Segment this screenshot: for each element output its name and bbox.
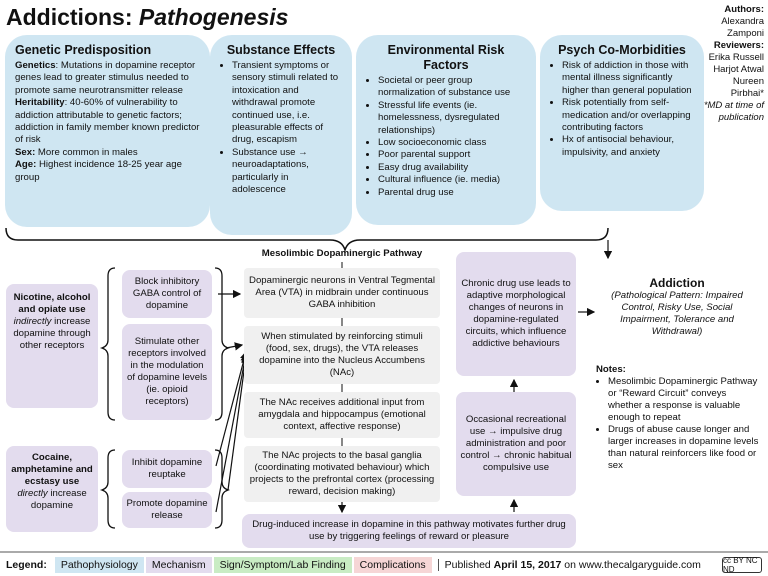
title-italic: Pathogenesis xyxy=(138,4,289,30)
inhibit-reuptake-box: Inhibit dopamine reuptake xyxy=(122,450,212,488)
authors-note: *MD at time of publication xyxy=(703,100,764,123)
arrow-release xyxy=(215,352,249,513)
note-item: Mesolimbic Dopaminergic Pathway or “Rewa… xyxy=(608,376,762,424)
note-item: Drugs of abuse cause longer and larger i… xyxy=(608,424,762,472)
legend-complications: Complications xyxy=(353,557,432,573)
published-date: April 15, 2017 xyxy=(493,559,562,571)
psych-item: Hx of antisocial behaviour, impulsivity,… xyxy=(562,134,694,159)
nicotine-italic: indirectly xyxy=(13,316,52,327)
heritability-text: : 40-60% of vulnerability to addiction a… xyxy=(15,97,200,146)
age-label: Age: xyxy=(15,159,37,171)
sex-label: Sex: xyxy=(15,146,36,158)
authors-label: Authors: xyxy=(724,4,764,15)
nicotine-bracket xyxy=(99,267,116,421)
psych-item: Risk of addiction in those with mental i… xyxy=(562,60,694,97)
cocaine-bold: Cocaine, amphetamine and ecstasy use xyxy=(11,452,93,487)
published-line: Published April 15, 2017 on www.thecalga… xyxy=(437,559,701,571)
sex-text: More common in males xyxy=(35,146,138,158)
pathway-nac-projects: The NAc projects to the basal ganglia (c… xyxy=(244,446,440,502)
reviewer-name: Pirbhai* xyxy=(730,88,764,99)
legend-sign-symptom: Sign/Symptom/Lab Finding xyxy=(213,557,352,573)
pathway-heading: Mesolimbic Dopaminergic Pathway xyxy=(261,248,423,259)
mechanism-bracket-top xyxy=(214,267,231,421)
chronic-use-box: Chronic drug use leads to adaptive morph… xyxy=(456,252,576,376)
nicotine-bold: Nicotine, alcohol and opiate use xyxy=(13,292,91,315)
cc-license-icon: cc BY NC ND xyxy=(722,556,762,574)
reviewer-name: Harjot Atwal xyxy=(713,64,764,75)
pathway-stimulated: When stimulated by reinforcing stimuli (… xyxy=(244,326,440,384)
pathway-nac-input: The NAc receives additional input from a… xyxy=(244,392,440,438)
substance-effects-box: Substance Effects Transient symptoms or … xyxy=(210,35,352,235)
author-name: Alexandra xyxy=(721,16,764,27)
addiction-block: Addiction (Pathological Pattern: Impaire… xyxy=(596,276,758,338)
reviewer-name: Erika Russell xyxy=(708,52,764,63)
environmental-heading: Environmental Risk Factors xyxy=(387,43,505,72)
substance-heading: Substance Effects xyxy=(226,43,336,57)
cocaine-italic: directly xyxy=(17,488,48,499)
legend: Legend: Pathophysiology Mechanism Sign/S… xyxy=(0,554,768,576)
environmental-item: Poor parental support xyxy=(378,149,526,161)
environmental-risk-box: Environmental Risk Factors Societal or p… xyxy=(356,35,536,225)
environmental-item: Stressful life events (ie. homelessness,… xyxy=(378,100,526,137)
addiction-title: Addiction xyxy=(649,276,705,290)
environmental-item: Easy drug availability xyxy=(378,162,526,174)
environmental-item: Cultural influence (ie. media) xyxy=(378,174,526,186)
environmental-item: Parental drug use xyxy=(378,187,526,199)
reviewer-name: Nureen xyxy=(732,76,764,87)
addiction-subtitle: (Pathological Pattern: Impaired Control,… xyxy=(611,290,743,337)
block-gaba-box: Block inhibitory GABA control of dopamin… xyxy=(122,270,212,318)
arrow-cocaine xyxy=(227,354,250,491)
genetics-label: Genetics xyxy=(15,60,56,71)
legend-label: Legend: xyxy=(6,559,47,571)
environmental-item: Societal or peer group normalization of … xyxy=(378,75,526,100)
cocaine-rest: increase dopamine xyxy=(30,488,87,511)
cocaine-bracket xyxy=(99,449,116,529)
arrow-reuptake xyxy=(215,350,249,467)
heritability-label: Heritability xyxy=(15,97,65,109)
psych-heading: Psych Co-Morbidities xyxy=(558,43,686,57)
published-suffix: on www.thecalgaryguide.com xyxy=(561,559,701,571)
psych-item: Risk potentially from self-medication an… xyxy=(562,97,694,134)
psych-comorbidities-box: Psych Co-Morbidities Risk of addiction i… xyxy=(540,35,704,211)
legend-mechanism: Mechanism xyxy=(145,557,212,573)
top-brace xyxy=(5,227,609,253)
page-title: Addictions: Pathogenesis xyxy=(6,4,288,31)
substance-item: Transient symptoms or sensory stimuli re… xyxy=(232,60,342,147)
stimulate-receptors-box: Stimulate other receptors involved in th… xyxy=(122,324,212,420)
promote-release-box: Promote dopamine release xyxy=(122,492,212,528)
author-name: Zamponi xyxy=(727,28,764,39)
drug-induced-increase-box: Drug-induced increase in dopamine in thi… xyxy=(242,514,576,548)
occasional-use-box: Occasional recreational use → impulsive … xyxy=(456,392,576,496)
arrow-stimulate xyxy=(225,342,244,351)
legend-pathophysiology: Pathophysiology xyxy=(54,557,144,573)
environmental-item: Low socioeconomic class xyxy=(378,137,526,149)
notes-block: Notes: Mesolimbic Dopaminergic Pathway o… xyxy=(596,364,762,472)
substance-item: Substance use → neuroadaptations, partic… xyxy=(232,147,342,197)
reviewers-label: Reviewers: xyxy=(713,40,764,51)
title-main: Addictions: xyxy=(6,4,139,30)
genetics-text: : Mutations in dopamine receptor genes l… xyxy=(15,60,196,96)
published-prefix: Published xyxy=(444,559,494,571)
nicotine-rest: increase dopamine through other receptor… xyxy=(13,316,91,351)
authors-block: Authors: Alexandra Zamponi Reviewers: Er… xyxy=(668,4,764,124)
pathway-vta: Dopaminergic neurons in Ventral Tegmenta… xyxy=(244,268,440,318)
nicotine-box: Nicotine, alcohol and opiate use indirec… xyxy=(6,284,98,408)
genetic-heading: Genetic Predisposition xyxy=(15,43,152,57)
genetic-predisposition-box: Genetic Predisposition Genetics: Mutatio… xyxy=(5,35,210,227)
cocaine-box: Cocaine, amphetamine and ecstasy use dir… xyxy=(6,446,98,532)
age-text: Highest incidence 18-25 year age group xyxy=(15,159,182,183)
notes-heading: Notes: xyxy=(596,364,626,375)
